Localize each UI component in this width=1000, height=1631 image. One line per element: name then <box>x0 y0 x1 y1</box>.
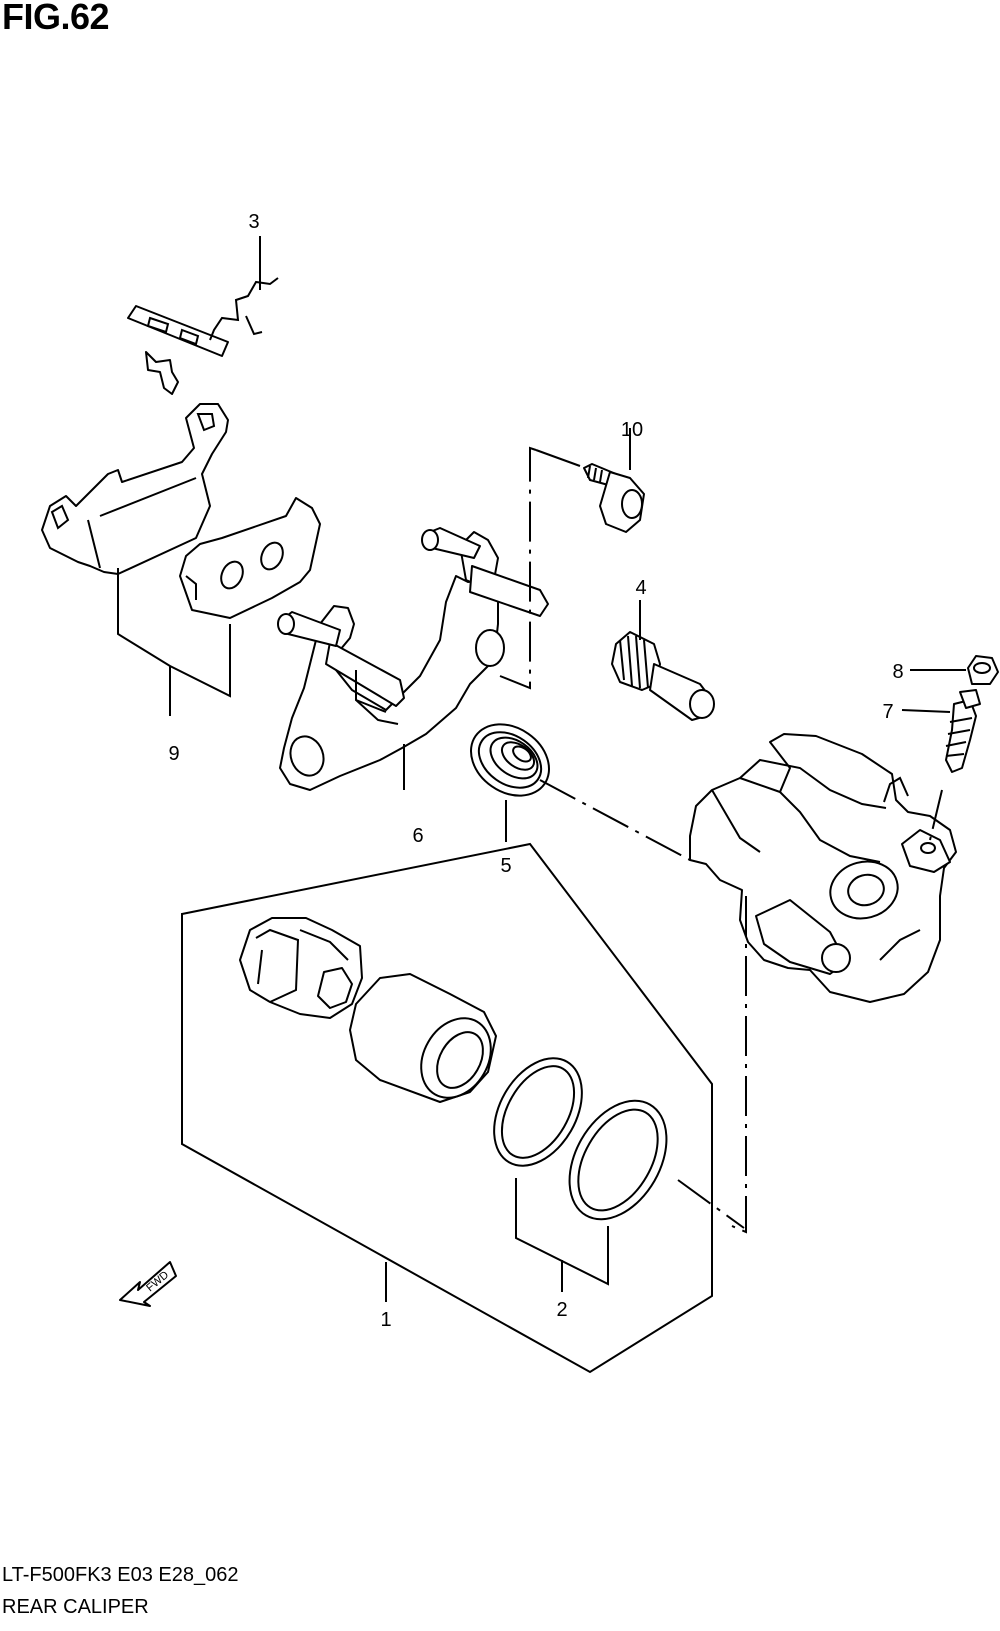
figure-title: FIG.62 <box>2 0 110 37</box>
callout-8: 8 <box>892 661 903 683</box>
guide-line-10 <box>499 446 537 690</box>
model-code: LT-F500FK3 E03 E28_062 <box>2 1564 239 1586</box>
callout-7: 7 <box>882 701 893 723</box>
brake-pad-outer <box>41 403 229 575</box>
seal-ring-inner <box>568 1099 668 1221</box>
callout-3: 3 <box>248 211 259 233</box>
fwd-arrow-icon: FWD <box>119 1261 177 1307</box>
bleeder-valve <box>945 689 981 773</box>
callout-1: 1 <box>380 1309 391 1331</box>
seal-ring-outer <box>493 1057 583 1167</box>
callout-4: 4 <box>635 577 646 599</box>
boot <box>470 723 550 797</box>
piston <box>349 973 497 1103</box>
guide-line-seals <box>677 1179 745 1229</box>
brake-pad-inner <box>179 497 321 619</box>
bolt <box>583 463 645 533</box>
callout-9: 9 <box>168 743 179 765</box>
dust-boot <box>239 917 363 1019</box>
guide-line-7 <box>929 789 943 841</box>
callout-10: 10 <box>621 419 643 441</box>
guide-line-5 <box>539 779 691 861</box>
caliper-body <box>689 733 957 1003</box>
pad-spring-clip <box>127 277 279 395</box>
guide-line-body <box>731 896 747 1234</box>
leader-7 <box>901 709 951 713</box>
bleeder-cap <box>967 655 999 685</box>
kit-box-1 <box>181 842 713 1374</box>
leader-10-bolt <box>535 449 581 467</box>
callout-6: 6 <box>412 825 423 847</box>
callout-2: 2 <box>556 1299 567 1321</box>
slide-pin <box>611 631 715 721</box>
caliper-bracket <box>277 527 549 791</box>
diagram-name: REAR CALIPER <box>2 1596 149 1618</box>
callout-5: 5 <box>500 855 511 877</box>
